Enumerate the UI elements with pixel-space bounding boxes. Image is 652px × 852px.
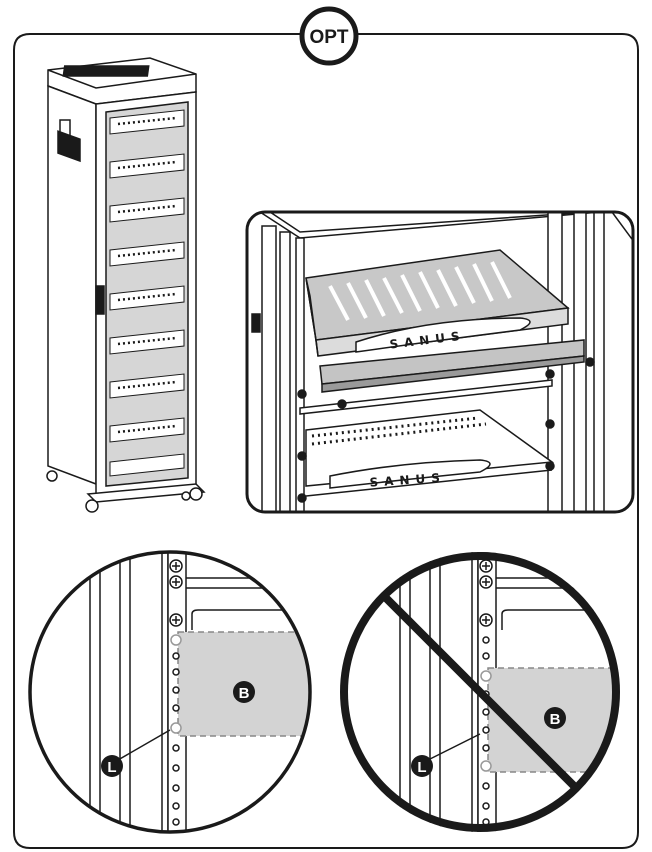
opt-badge: OPT — [299, 6, 359, 66]
cabinet-shelves — [109, 109, 185, 477]
shelf-brand-lower: SANUS — [369, 470, 446, 489]
prohibited-icon — [340, 552, 620, 832]
panel-label-b-incorrect: B — [550, 711, 561, 728]
incorrect-alignment-view: B L — [340, 552, 620, 832]
opt-badge-label: OPT — [309, 27, 348, 48]
correct-alignment-view: B L — [28, 550, 312, 834]
outer-frame — [13, 33, 639, 849]
screw-label-l-incorrect: L — [417, 759, 426, 776]
detail-view: SANUS SANUS — [245, 210, 635, 514]
screw-label-l-correct: L — [107, 759, 116, 776]
panel-label-b-correct: B — [239, 685, 250, 702]
